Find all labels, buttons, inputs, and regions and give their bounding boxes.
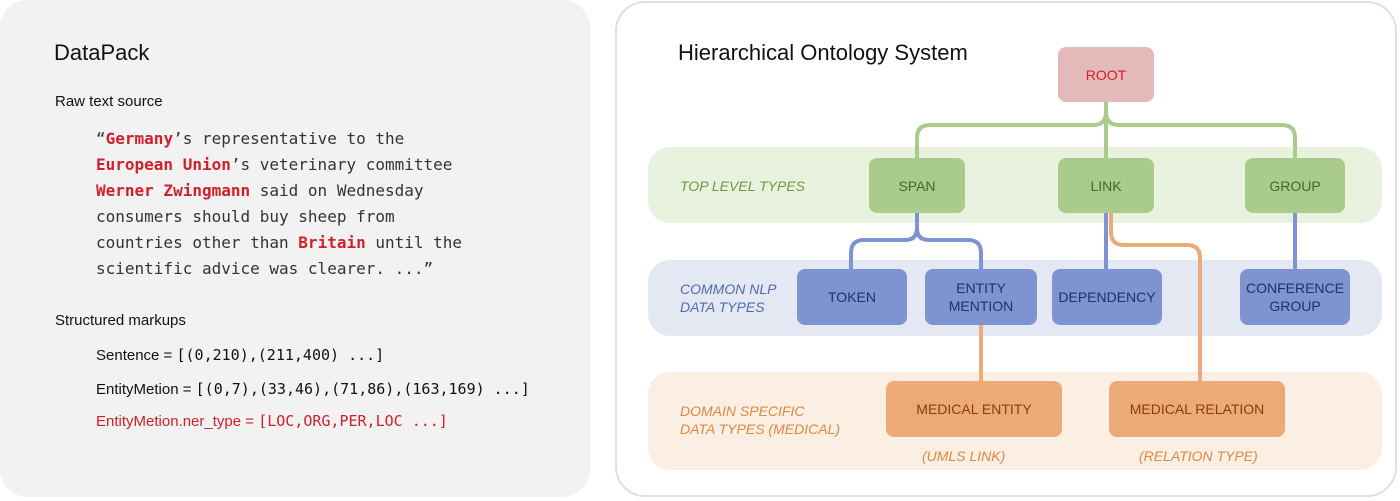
raw-text-line: “Germany’s representative to the: [96, 126, 576, 152]
datapack-title: DataPack: [54, 40, 150, 65]
ontology-title: Hierarchical Ontology System: [678, 40, 968, 65]
node-line: MENTION: [948, 298, 1014, 314]
token-node: TOKEN: [797, 269, 907, 325]
group-node: GROUP: [1245, 158, 1345, 213]
raw-text-segment: scientific advice was clearer. ...”: [96, 259, 434, 278]
entity-highlight: European Union: [96, 155, 231, 174]
raw-text-segment: ’s veterinary committee: [230, 155, 453, 174]
raw-text-segment: said on Wednesday: [250, 181, 424, 200]
medical-entity-node: MEDICAL ENTITY: [886, 381, 1062, 437]
raw-text-segment: countries other than: [96, 233, 299, 252]
medical-relation-node: MEDICAL RELATION: [1109, 381, 1285, 437]
edge-span-entity: [915, 213, 983, 269]
span-node: SPAN: [869, 158, 965, 213]
raw-text-line: countries other than Britain until the: [96, 230, 576, 256]
raw-text-line: consumers should buy sheep from: [96, 204, 576, 230]
node-line: GROUP: [1269, 298, 1321, 314]
entity-mention-node: ENTITY MENTION: [925, 269, 1037, 325]
datapack-panel: [0, 0, 590, 497]
edge-link-relation: [1109, 213, 1202, 381]
label-line: DOMAIN SPECIFIC: [680, 403, 805, 419]
umls-link-label: (UMLS LINK): [922, 448, 1006, 464]
entity-highlight: Germany: [105, 129, 174, 148]
common-nlp-label: COMMON NLP DATA TYPES: [680, 280, 776, 316]
markup-label: Sentence =: [96, 347, 177, 364]
raw-text-line: European Union’s veterinary committee: [96, 152, 576, 178]
label-line: DATA TYPES (MEDICAL): [680, 421, 840, 437]
edge-root-group: [1104, 102, 1297, 158]
markup-value: [(0,210),(211,400) ...]: [176, 346, 385, 364]
edge-root-span: [915, 102, 1108, 158]
label-line: DATA TYPES: [680, 299, 765, 315]
markup-sentence: Sentence = [(0,210),(211,400) ...]: [96, 346, 384, 364]
domain-specific-label: DOMAIN SPECIFIC DATA TYPES (MEDICAL): [680, 402, 840, 438]
markup-label: EntityMetion.ner_type =: [96, 413, 259, 430]
top-level-label: TOP LEVEL TYPES: [680, 178, 806, 194]
raw-text-line: scientific advice was clearer. ...”: [96, 256, 576, 282]
raw-text-segment: ’s representative to the: [173, 129, 405, 148]
link-node: LINK: [1058, 158, 1154, 213]
conference-group-node: CONFERENCE GROUP: [1240, 269, 1350, 325]
node-line: CONFERENCE: [1245, 280, 1344, 296]
label-line: COMMON NLP: [680, 281, 777, 297]
raw-text-segment: consumers should buy sheep from: [96, 207, 395, 226]
markup-entity: EntityMetion = [(0,7),(33,46),(71,86),(1…: [96, 380, 530, 398]
edge-span-token: [849, 213, 919, 269]
raw-text-line: Werner Zwingmann said on Wednesday: [96, 178, 576, 204]
raw-text-segment: “: [96, 129, 106, 148]
entity-highlight: Britain: [298, 233, 366, 252]
node-line: ENTITY: [956, 280, 1006, 296]
raw-text-heading: Raw text source: [55, 93, 163, 110]
entity-highlight: Werner Zwingmann: [96, 181, 251, 200]
relation-type-label: (RELATION TYPE): [1139, 448, 1258, 464]
dependency-node: DEPENDENCY: [1052, 269, 1162, 325]
raw-text-segment: until the: [365, 233, 463, 252]
markup-ner-type: EntityMetion.ner_type = [LOC,ORG,PER,LOC…: [96, 412, 448, 430]
markup-value: [(0,7),(33,46),(71,86),(163,169) ...]: [195, 380, 530, 398]
markup-label: EntityMetion =: [96, 381, 196, 398]
markup-value: [LOC,ORG,PER,LOC ...]: [258, 412, 448, 430]
markup-heading: Structured markups: [55, 312, 186, 329]
root-node: ROOT: [1058, 47, 1154, 102]
